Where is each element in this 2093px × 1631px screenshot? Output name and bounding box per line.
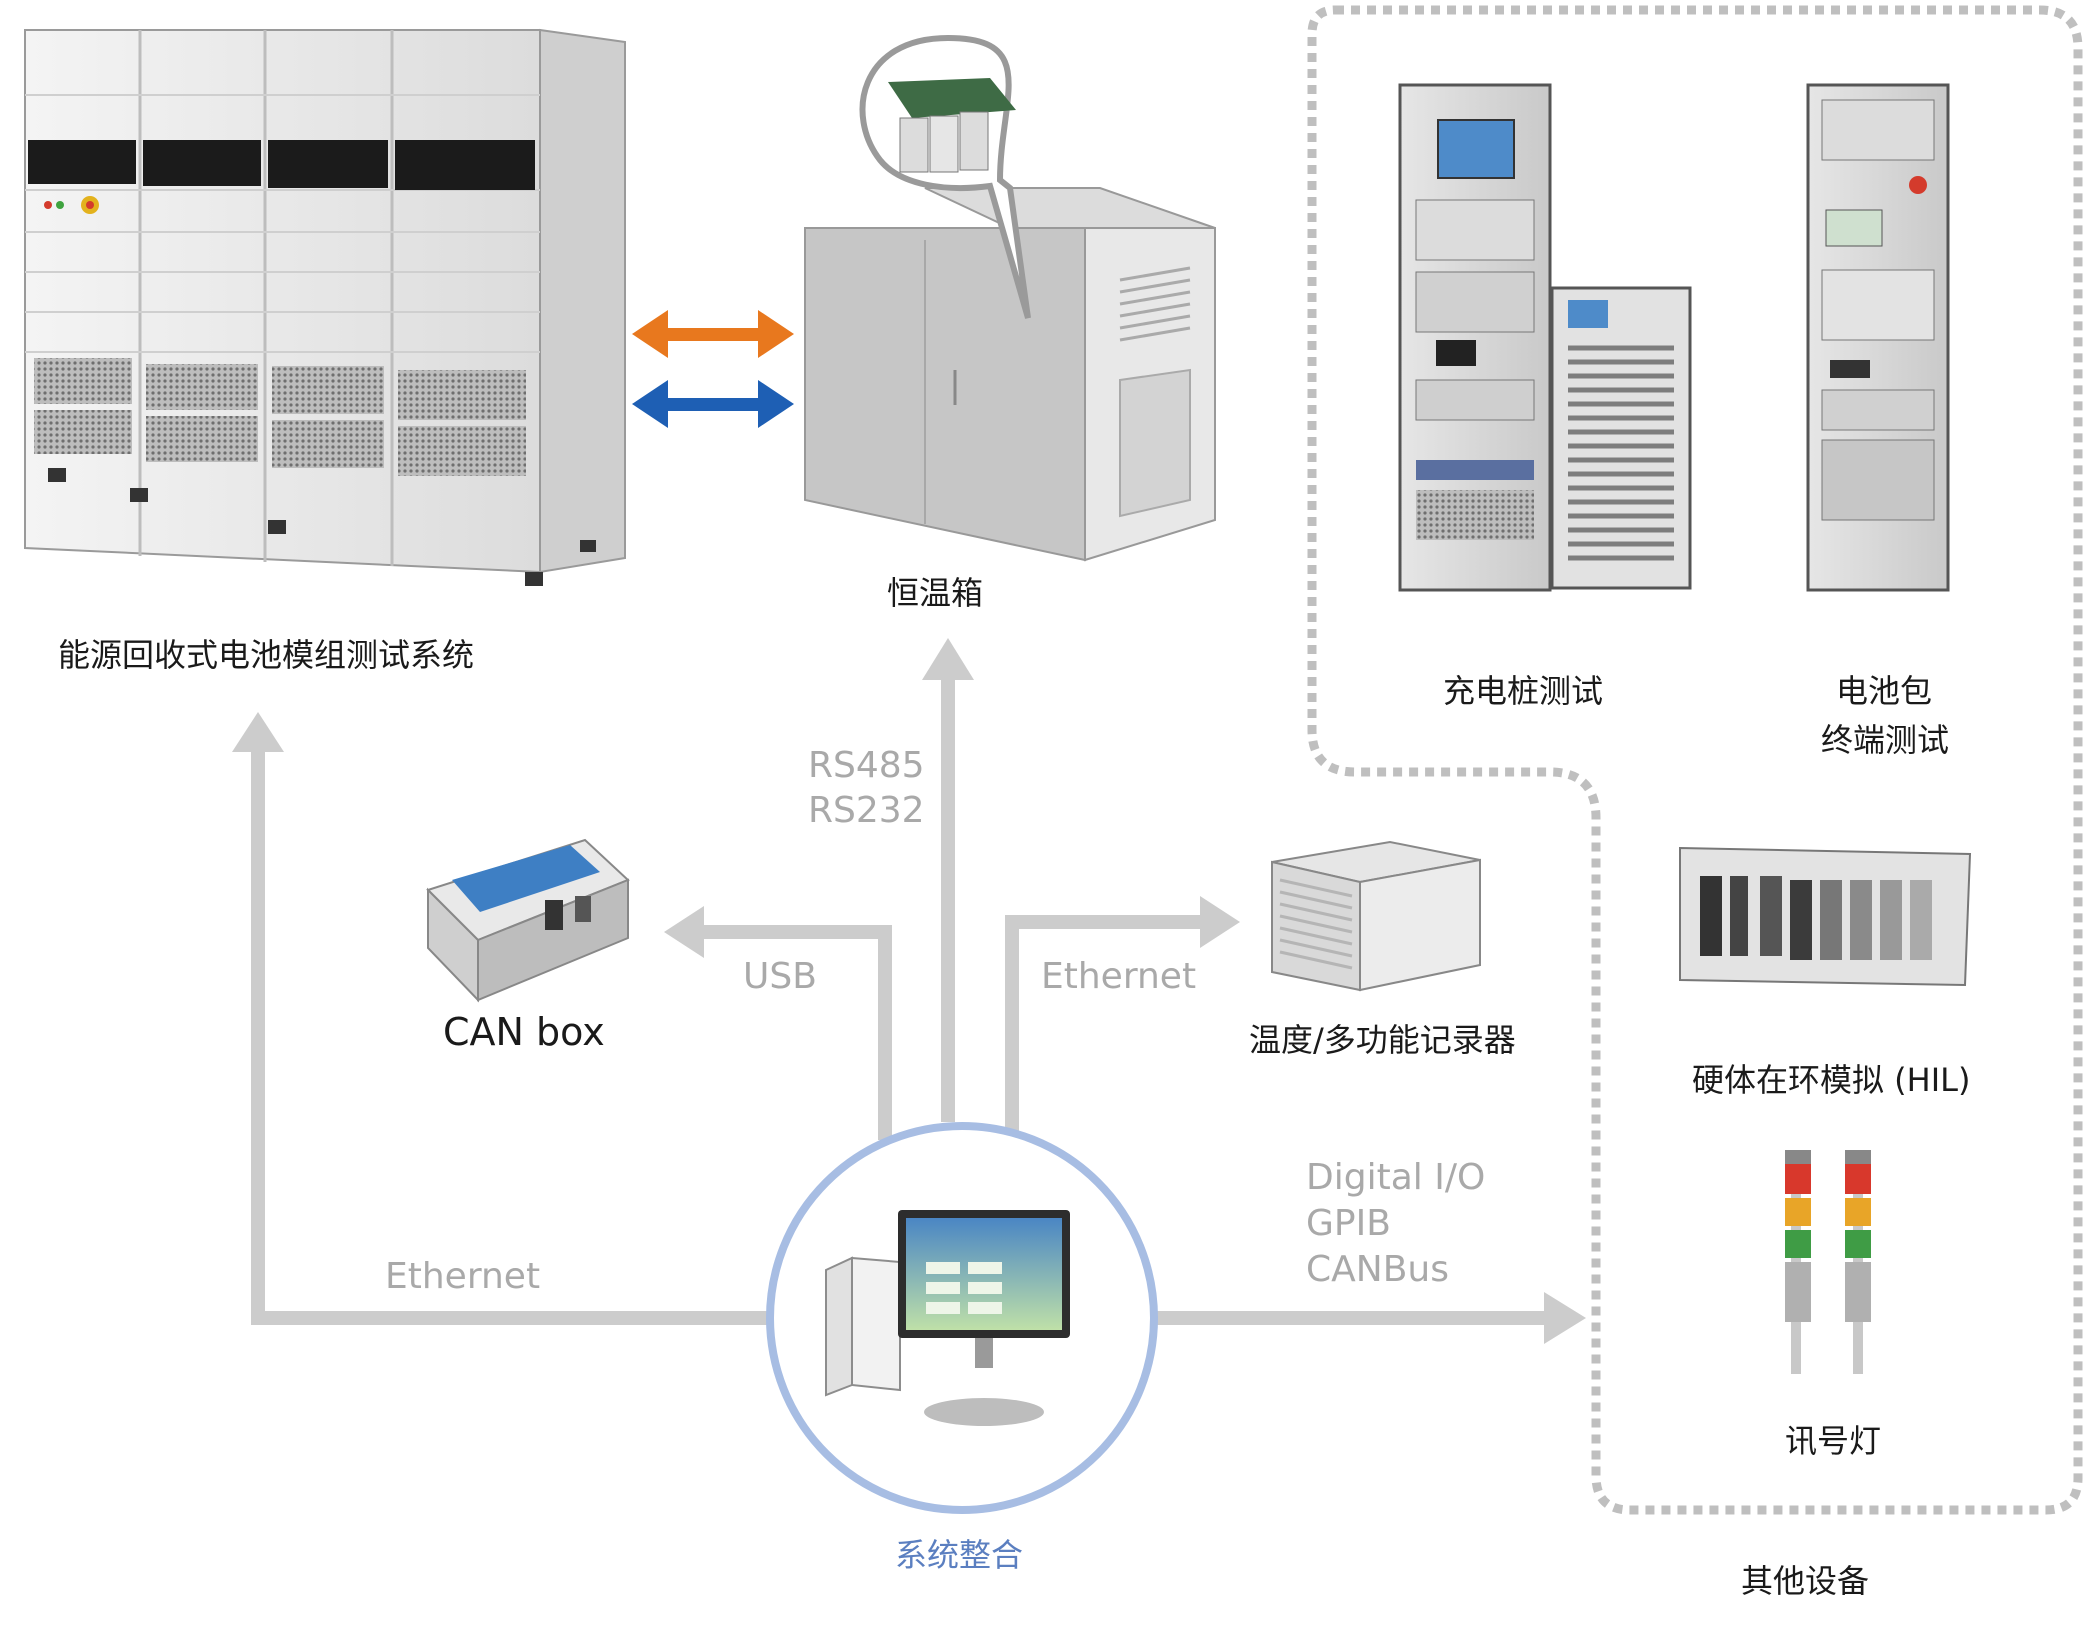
integration-hub (766, 1122, 1158, 1514)
battery-pack-rack-image (1806, 83, 1950, 592)
connector-lines (232, 638, 1586, 1344)
recorder-label: 温度/多功能记录器 (1249, 1021, 1516, 1059)
digital-io-label: Digital I/O (1306, 1157, 1486, 1198)
charging-pile-label: 充电桩测试 (1443, 672, 1604, 710)
other-equipment-boundary (1307, 5, 2083, 1515)
can-box-label: CAN box (443, 1010, 605, 1054)
rs232-label: RS232 (808, 790, 925, 831)
canbus-label: CANBus (1306, 1249, 1449, 1290)
recorder-image (1271, 840, 1481, 992)
usb-label: USB (743, 956, 817, 997)
other-equipment-label: 其他设备 (1741, 1562, 1870, 1600)
battery-pack-label-line1: 电池包 (1836, 672, 1933, 710)
blue-bidirectional-arrow (632, 380, 794, 428)
connector-ethernet-right (1005, 915, 1200, 1140)
charging-pile-rack-image (1398, 83, 1692, 592)
connector-ethernet-left (251, 750, 770, 1325)
gpib-label: GPIB (1306, 1203, 1391, 1244)
signal-light-image (1785, 1150, 1871, 1374)
connector-usb (700, 925, 892, 1140)
arrowhead-right-ethernet (1200, 896, 1240, 948)
hil-label: 硬体在环模拟 (HIL) (1692, 1061, 1971, 1099)
arrowhead-right-io (1544, 1292, 1586, 1344)
arrowhead-left-usb (664, 906, 704, 958)
battery-pack-label-line2: 终端测试 (1821, 721, 1950, 759)
hil-chassis-image (1679, 846, 1972, 987)
chamber-label: 恒温箱 (887, 574, 984, 612)
arrowhead-up-left (232, 712, 284, 752)
energy-system-cabinet-image (24, 28, 626, 586)
integration-label: 系统整合 (895, 1536, 1024, 1574)
orange-bidirectional-arrow (632, 310, 794, 358)
rs485-label: RS485 (808, 745, 925, 786)
ethernet-left-label: Ethernet (385, 1256, 541, 1297)
can-box-image (426, 838, 630, 1003)
energy-system-label: 能源回收式电池模组测试系统 (58, 636, 475, 674)
ethernet-right-label: Ethernet (1041, 956, 1197, 997)
chamber-image (804, 34, 1216, 562)
signal-light-label: 讯号灯 (1785, 1422, 1882, 1460)
arrowhead-up-center (922, 638, 974, 680)
